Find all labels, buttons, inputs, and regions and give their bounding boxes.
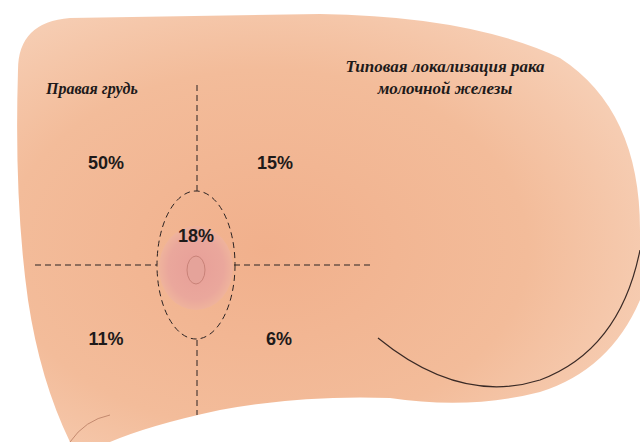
dashed-ellipse [157,191,235,339]
areola [159,226,233,310]
areola-outline [156,190,236,340]
quadrant-lines [35,85,370,415]
fold-line [70,415,110,442]
areola-region: 18% [156,190,236,340]
percent-label: 15% [257,153,293,174]
breast-contour [378,250,640,387]
nipple [187,256,205,284]
percent-label: 50% [88,153,124,174]
percent-label: 18% [178,226,214,247]
percent-label: 11% [88,329,123,350]
percent-label: 6% [266,329,292,350]
quadrant-line [234,265,370,266]
breast-shape [17,14,640,442]
side-label: Правая грудь [46,80,138,98]
quadrant-line [197,340,198,415]
diagram-title: Типовая локализация рака молочной железы [315,56,575,100]
quadrant-line [197,85,198,191]
quadrant-line [35,265,157,266]
